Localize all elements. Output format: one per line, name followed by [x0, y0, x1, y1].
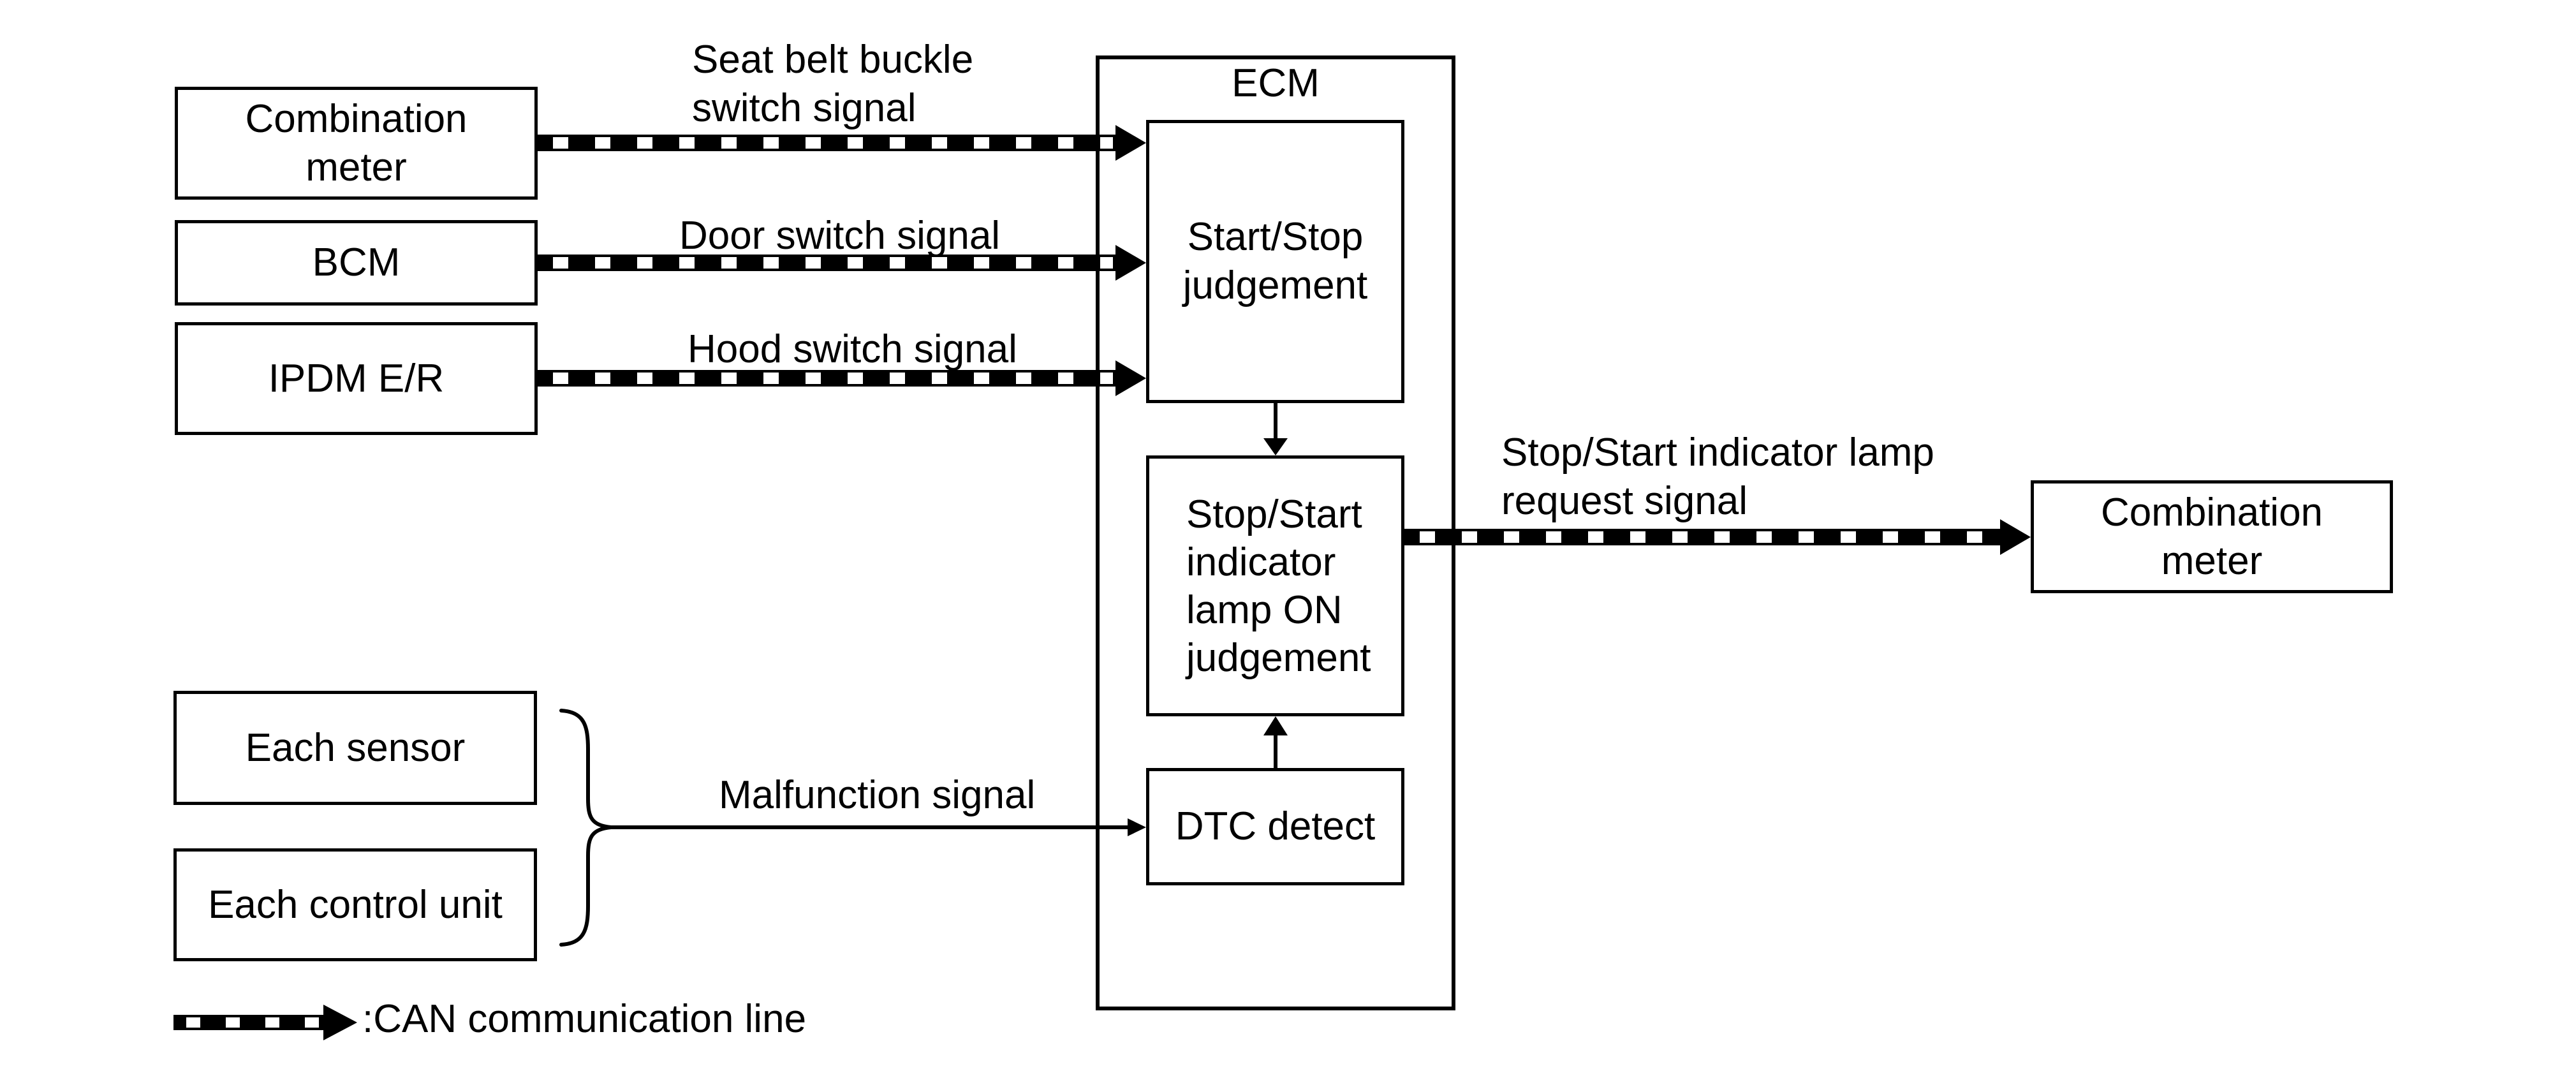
box-label-line: Combination: [245, 96, 467, 141]
box-label-line: Start/Stop: [1187, 215, 1364, 259]
box-label-line: meter: [305, 145, 407, 189]
box-label-line: meter: [2161, 538, 2263, 583]
combination-meter-left-box: Combination meter: [175, 87, 538, 200]
box-label-line: Each control unit: [208, 882, 503, 927]
door-signal-label: Door switch signal: [679, 214, 1001, 258]
box-label-line: Stop/Start: [1186, 492, 1362, 536]
box-label-line: lamp ON: [1186, 587, 1343, 632]
box-label-line: judgement: [1182, 263, 1368, 307]
box-label-line: judgement: [1186, 635, 1371, 680]
box-label-line: Each sensor: [245, 725, 466, 770]
box-label-line: Combination: [2100, 490, 2323, 535]
stop-start-lamp-on-judgement-box: Stop/Start indicator lamp ON judgement: [1146, 455, 1404, 716]
can-line-legend-label: :CAN communication line: [362, 997, 807, 1041]
box-label-line: IPDM E/R: [268, 356, 445, 401]
box-label-line: indicator: [1186, 540, 1336, 584]
arrow-malfunction-to-dtc: [611, 818, 1146, 836]
brace-sensors-group: [559, 709, 612, 947]
combination-meter-right-box: Combination meter: [2031, 480, 2393, 593]
each-control-unit-box: Each control unit: [173, 848, 537, 961]
ecm-box-title: ECM: [1232, 61, 1320, 105]
each-sensor-box: Each sensor: [173, 691, 537, 805]
can-line-legend-icon: [173, 1005, 357, 1040]
hood-signal-label: Hood switch signal: [688, 327, 1017, 371]
bcm-box: BCM: [175, 220, 538, 306]
seat-belt-signal-label: Seat belt buckle switch signal: [692, 38, 974, 130]
ipdm-er-box: IPDM E/R: [175, 322, 538, 435]
box-label-line: DTC detect: [1175, 804, 1376, 848]
lamp-request-signal-label: Stop/Start indicator lamp request signal: [1501, 431, 1934, 523]
start-stop-judgement-box: Start/Stop judgement: [1146, 120, 1404, 403]
malfunction-signal-label: Malfunction signal: [719, 773, 1036, 817]
box-label-line: BCM: [312, 240, 401, 284]
dtc-detect-box: DTC detect: [1146, 768, 1404, 885]
